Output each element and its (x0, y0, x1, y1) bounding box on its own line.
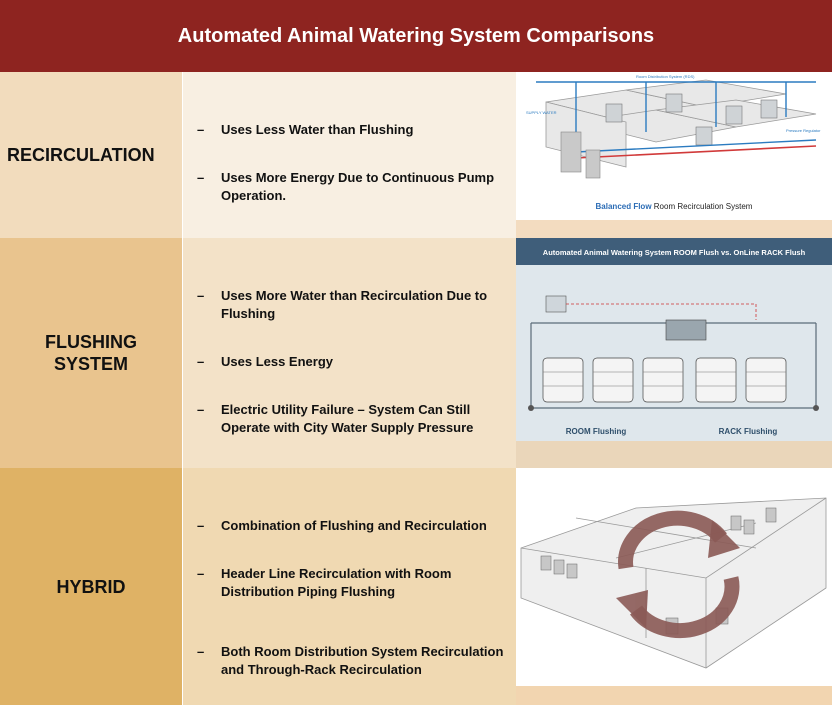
row-label-line: SYSTEM (53, 354, 128, 374)
bullet-text: Both Room Distribution System Recirculat… (221, 644, 504, 677)
recirculation-diagram: SUPPLY WATER Room Distribution System (R… (516, 72, 832, 238)
header-banner: Automated Animal Watering System Compari… (0, 0, 832, 72)
room-flushing-label: ROOM Flushing (566, 427, 627, 436)
flushing-diagram-image: Automated Animal Watering System ROOM Fl… (516, 238, 832, 441)
bullet-text: Uses More Water than Recirculation Due t… (221, 288, 488, 321)
bullet-item: – Uses Less Water than Flushing (183, 121, 517, 139)
svg-text:Pressure Regulator: Pressure Regulator (786, 128, 821, 133)
dash-marker: – (197, 644, 205, 659)
hybrid-diagram (516, 468, 832, 705)
bullet-text: Uses More Energy Due to Continuous Pump … (221, 170, 495, 203)
row-label: HYBRID (0, 468, 182, 705)
bullets-cell: – Uses More Water than Recirculation Due… (182, 238, 516, 468)
bullet-text: Electric Utility Failure – System Can St… (221, 402, 474, 435)
row-label: FLUSHING SYSTEM (0, 238, 182, 468)
bullets-cell: – Combination of Flushing and Recirculat… (182, 468, 516, 705)
bullet-text: Uses Less Energy (221, 354, 334, 369)
dash-marker: – (197, 288, 205, 303)
bullets-cell: – Uses Less Water than Flushing – Uses M… (182, 72, 516, 238)
bullet-item: – Uses More Energy Due to Continuous Pum… (183, 169, 517, 205)
dash-marker: – (197, 122, 205, 137)
dash-marker: – (197, 566, 205, 581)
row-recirculation: RECIRCULATION – Uses Less Water than Flu… (0, 72, 832, 238)
bullet-text: Uses Less Water than Flushing (221, 122, 414, 137)
bullet-item: – Combination of Flushing and Recirculat… (183, 517, 517, 535)
svg-text:Room Distribution System (RDS): Room Distribution System (RDS) (636, 74, 695, 79)
bullet-item: – Header Line Recirculation with Room Di… (183, 565, 517, 601)
diagram-title: Automated Animal Watering System ROOM Fl… (543, 248, 806, 257)
row-label-line: FLUSHING (45, 332, 137, 352)
bullet-item: – Both Room Distribution System Recircul… (183, 643, 517, 679)
row-label: RECIRCULATION (0, 72, 182, 238)
recirculation-diagram-image: SUPPLY WATER Room Distribution System (R… (516, 72, 832, 220)
bullet-text: Header Line Recirculation with Room Dist… (221, 566, 452, 599)
bullet-item: – Uses Less Energy (183, 353, 517, 371)
bullet-item: – Electric Utility Failure – System Can … (183, 401, 517, 437)
flushing-diagram: Automated Animal Watering System ROOM Fl… (516, 238, 832, 468)
bullet-text: Combination of Flushing and Recirculatio… (221, 518, 487, 533)
row-flushing-system: FLUSHING SYSTEM – Uses More Water than R… (0, 238, 832, 468)
bullet-item: – Uses More Water than Recirculation Due… (183, 287, 517, 323)
rack-flushing-label: RACK Flushing (719, 427, 778, 436)
row-hybrid: HYBRID – Combination of Flushing and Rec… (0, 468, 832, 705)
dash-marker: – (197, 518, 205, 533)
page-title: Automated Animal Watering System Compari… (177, 24, 655, 47)
svg-text:Balanced Flow Room Recirculati: Balanced Flow Room Recirculation System (596, 202, 753, 211)
dash-marker: – (197, 354, 205, 369)
hybrid-diagram-image (516, 468, 832, 686)
dash-marker: – (197, 402, 205, 417)
svg-text:SUPPLY WATER: SUPPLY WATER (526, 110, 557, 115)
dash-marker: – (197, 170, 205, 185)
